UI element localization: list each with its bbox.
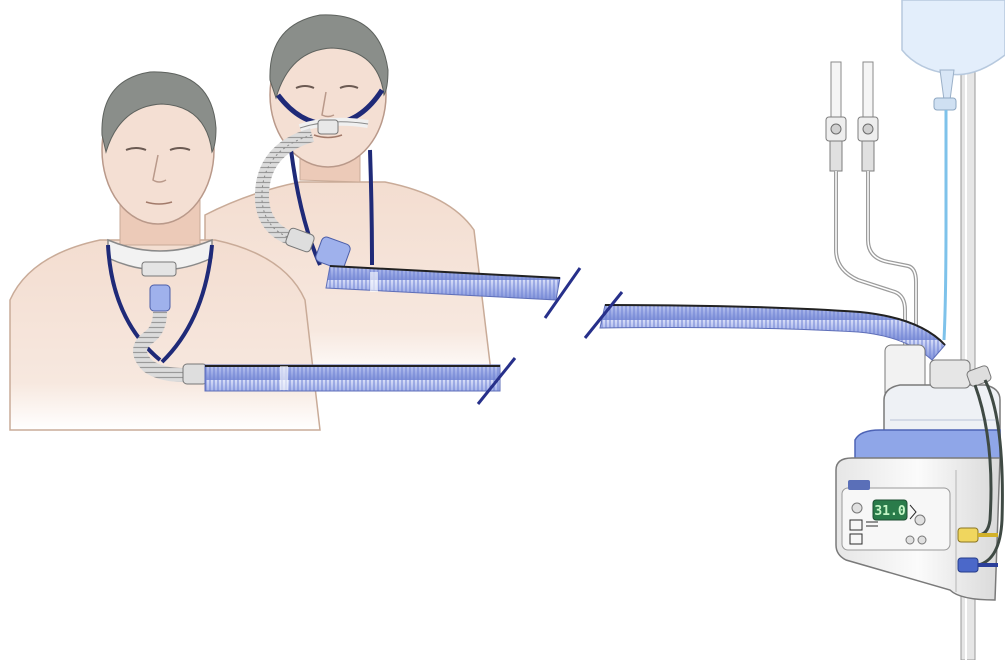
water-feed-line: [944, 110, 946, 340]
power-button[interactable]: [852, 503, 862, 513]
trach-connector: [150, 285, 170, 311]
temperature-probe-right: [858, 62, 878, 171]
brand-badge: [848, 480, 870, 490]
display-value: 31.0: [874, 504, 905, 519]
mode-button[interactable]: [915, 515, 925, 525]
settings-button[interactable]: [918, 536, 926, 544]
head: [102, 72, 216, 224]
tube-lower-patient-side: [205, 365, 500, 391]
temperature-probe-left: [826, 62, 846, 171]
water-bag: [902, 0, 1005, 110]
humidifier-device: 31.0: [836, 345, 1000, 600]
mute-button[interactable]: [906, 536, 914, 544]
temperature-display: 31.0: [873, 500, 907, 520]
